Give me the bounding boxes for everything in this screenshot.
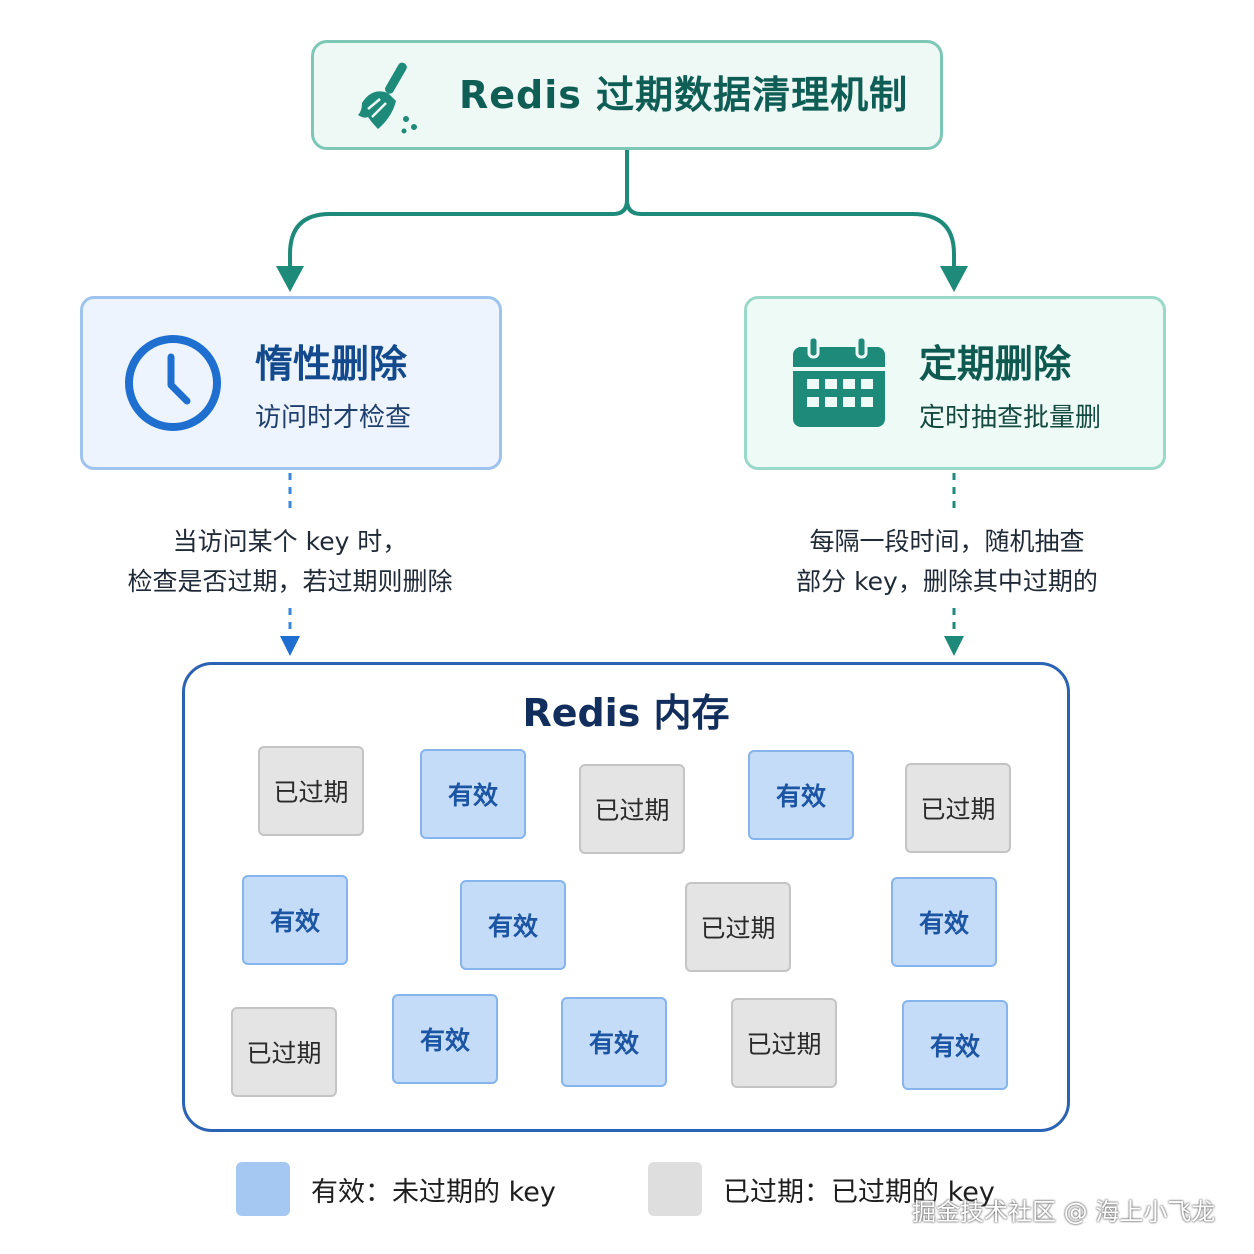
memory-key-expired: 已过期 [579, 764, 685, 854]
lazy-deletion-subtitle: 访问时才检查 [255, 403, 412, 433]
memory-key-valid: 有效 [891, 877, 997, 967]
legend-expired-swatch [648, 1162, 702, 1216]
page-title: Redis 过期数据清理机制 [459, 73, 909, 117]
periodic-desc-line-2: 部分 key，删除其中过期的 [796, 567, 1098, 596]
title-connector [288, 150, 629, 270]
arrow-lazy-to-memory [280, 636, 300, 656]
memory-key-valid: 有效 [748, 750, 854, 840]
arrow-to-lazy [276, 266, 304, 292]
lazy-deletion-card: 惰性删除 访问时才检查 [80, 296, 502, 470]
memory-key-valid: 有效 [392, 994, 498, 1084]
clock-icon [125, 335, 221, 431]
lazy-desc-line-2: 检查是否过期，若过期则删除 [127, 567, 453, 596]
calendar-icon [793, 335, 885, 427]
arrow-to-periodic [940, 266, 968, 292]
memory-key-valid: 有效 [561, 997, 667, 1087]
watermark: 掘金技术社区 @ 海上小飞龙 [912, 1198, 1216, 1226]
memory-key-valid: 有效 [242, 875, 348, 965]
periodic-desc-line-1: 每隔一段时间，随机抽查 [809, 527, 1085, 556]
lazy-deletion-description: 当访问某个 key 时， 检查是否过期，若过期则删除 [70, 522, 510, 602]
periodic-deletion-description: 每隔一段时间，随机抽查 部分 key，删除其中过期的 [727, 522, 1167, 602]
redis-memory-title: Redis 内存 [522, 691, 730, 735]
arrow-periodic-to-memory [944, 636, 964, 656]
lazy-desc-line-1: 当访问某个 key 时， [172, 527, 408, 556]
legend-valid-label: 有效：未过期的 key [311, 1177, 556, 1208]
memory-key-expired: 已过期 [231, 1007, 337, 1097]
memory-key-expired: 已过期 [685, 882, 791, 972]
broom-icon [358, 62, 417, 134]
memory-key-valid: 有效 [460, 880, 566, 970]
memory-key-expired: 已过期 [905, 763, 1011, 853]
legend-valid-swatch [236, 1162, 290, 1216]
periodic-deletion-title: 定期删除 [919, 342, 1072, 386]
memory-key-valid: 有效 [902, 1000, 1008, 1090]
periodic-deletion-subtitle: 定时抽查批量删 [919, 403, 1102, 433]
lazy-deletion-title: 惰性删除 [255, 342, 408, 386]
memory-key-expired: 已过期 [731, 998, 837, 1088]
memory-key-expired: 已过期 [258, 746, 364, 836]
memory-key-valid: 有效 [420, 749, 526, 839]
legend-expired-label: 已过期：已过期的 key [723, 1177, 995, 1208]
periodic-deletion-card: 定期删除 定时抽查批量删 [744, 296, 1166, 470]
title-box: Redis 过期数据清理机制 [311, 40, 943, 150]
